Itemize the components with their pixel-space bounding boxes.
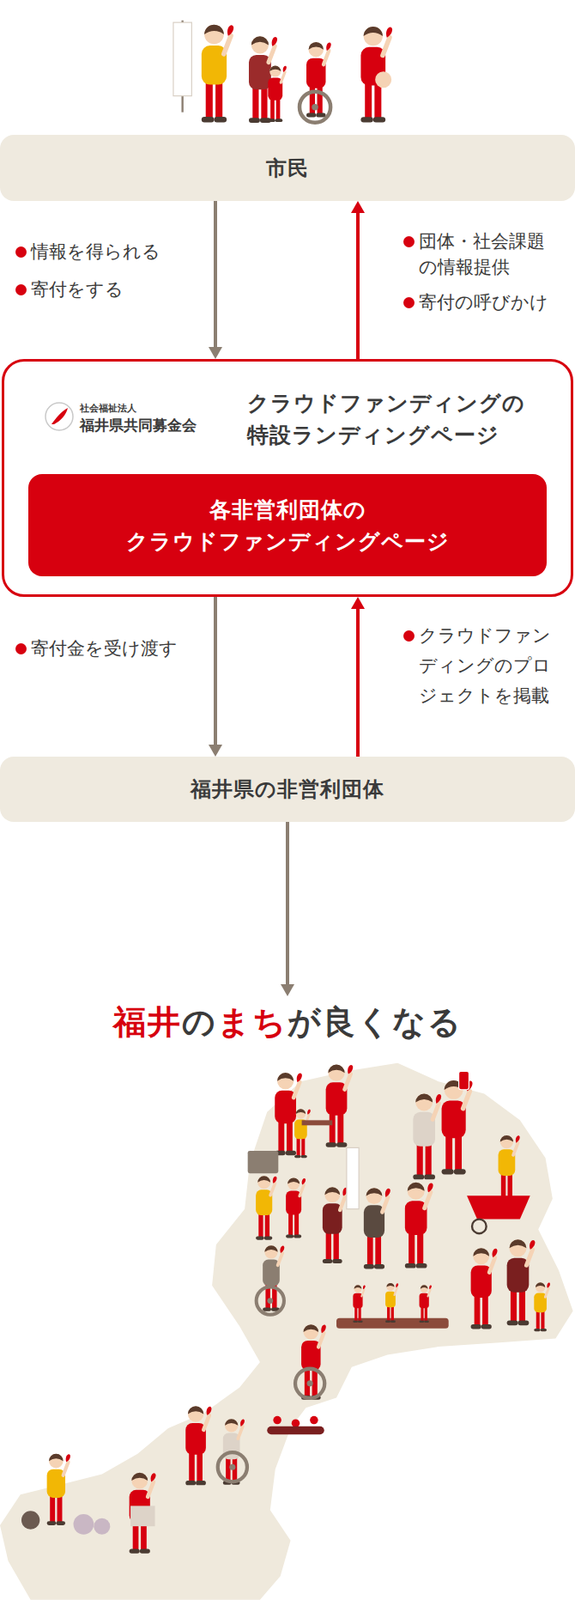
person [262, 1244, 285, 1311]
person [306, 42, 332, 118]
flow-arrow [213, 200, 218, 347]
flow-note: 団体・社会課題 の情報提供 [418, 228, 561, 280]
person [185, 1404, 212, 1484]
page-heading: クラウドファンディングの 特設ランディングページ [247, 387, 565, 451]
flower-bed [266, 1425, 325, 1435]
platform-frame: 各非営利団体の クラウドファンディングページ 社会福祉法人福井県共同募金会 クラウド… [1, 358, 574, 597]
person [201, 24, 234, 123]
person [129, 1471, 157, 1553]
flow-arrow [213, 596, 218, 745]
wheelbarrow [466, 1194, 531, 1218]
npo-band: 福井県の非営利団体 [0, 756, 575, 822]
flow-note: クラウドファン ディングのプロ ジェクトを掲載 [418, 620, 561, 711]
flow-note: 情報を得られる [30, 239, 161, 265]
bag [73, 1513, 95, 1534]
goal-word: の [181, 1002, 218, 1041]
org-type: 社会福祉法人 [79, 401, 137, 415]
person [285, 1177, 306, 1238]
child [385, 1282, 399, 1322]
flow-note: 寄付金を受け渡す [30, 635, 178, 661]
org-name: 福井県共同募金会 [79, 415, 197, 435]
red-feather [51, 407, 68, 424]
wheel [472, 1218, 487, 1234]
person [322, 1186, 348, 1263]
person [412, 1092, 442, 1179]
project-page-box: 各非営利団体の クラウドファンディングページ [28, 473, 547, 576]
person [441, 1079, 473, 1174]
goal-word: 福井 [113, 1002, 182, 1041]
person [405, 1181, 434, 1268]
phone [459, 1070, 470, 1089]
prefecture-map [0, 1062, 574, 1599]
wheelchair [295, 1367, 325, 1398]
flower [272, 1415, 282, 1424]
person [471, 1246, 498, 1328]
box [130, 1504, 156, 1526]
wheelchair [256, 1285, 285, 1314]
banner [173, 22, 192, 97]
flow-arrow [356, 212, 360, 359]
goal-heading-text: 福井のまちが良くなる [113, 1000, 463, 1043]
child [294, 1107, 311, 1157]
person [498, 1134, 521, 1201]
person [507, 1238, 536, 1325]
child [267, 65, 287, 122]
person [47, 1452, 71, 1525]
npo-band-text: 福井県の非営利団体 [190, 774, 385, 803]
person [363, 1186, 391, 1268]
flow-note: 寄付の呼びかけ [418, 290, 549, 315]
person [360, 26, 393, 123]
flower [291, 1417, 301, 1427]
child [533, 1281, 551, 1331]
person [326, 1064, 354, 1147]
flow-arrow [356, 608, 360, 757]
flower [309, 1415, 319, 1424]
goal-word: が良くなる [287, 1002, 463, 1041]
citizen-band-text: 市民 [266, 154, 309, 182]
banner [346, 1146, 359, 1208]
child [419, 1283, 432, 1322]
logo-ring [45, 402, 73, 430]
bag [21, 1509, 40, 1528]
bag [93, 1517, 110, 1534]
wheelchair [299, 91, 331, 123]
wheelchair [217, 1451, 248, 1481]
goal-heading: 福井のまちが良くなる [0, 995, 575, 1043]
flow-arrow [285, 821, 290, 984]
logo-icon [43, 400, 75, 432]
tray [302, 1119, 333, 1125]
project-page-box-text: 各非営利団体の クラウドファンディングページ [107, 493, 468, 557]
citizen-band: 市民 [0, 134, 575, 201]
laptop [248, 1150, 279, 1173]
flow-note: 寄付をする [30, 277, 124, 303]
person [255, 1174, 277, 1239]
child [352, 1283, 365, 1322]
baby [375, 71, 392, 88]
goal-word: まち [217, 1002, 288, 1041]
